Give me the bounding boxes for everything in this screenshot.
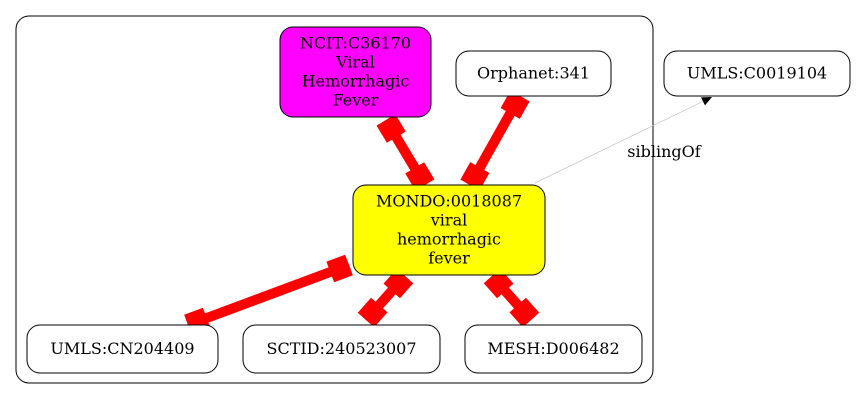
node-umls-cn204409[interactable]: UMLS:CN204409 [26, 324, 219, 374]
edge-mondo-to-umls_cn204409 [184, 254, 353, 336]
edge-label: siblingOf [627, 142, 701, 161]
node-label-line: viral [430, 211, 467, 230]
node-label-line: SCTID:240523007 [266, 339, 416, 358]
edge-cap-end [357, 297, 388, 328]
node-box [663, 50, 851, 97]
node-label-line: MONDO:0018087 [376, 192, 522, 211]
edge-cap-start [326, 254, 353, 283]
node-box [26, 324, 219, 374]
node-box [455, 50, 612, 97]
edge-mondo-to-umls_c0019104: siblingOf [534, 97, 712, 184]
edge-mondo-to-sctid [357, 268, 414, 328]
edge-cap-start [483, 268, 514, 299]
node-label-line: fever [428, 249, 470, 268]
node-box [352, 184, 546, 276]
node-label-line: MESH:D006482 [487, 339, 619, 358]
node-label-line: UMLS:C0019104 [687, 64, 827, 83]
node-label-line: hemorrhagic [397, 230, 501, 249]
node-label-line: Orphanet:341 [477, 64, 590, 83]
edge-orphanet-to-mondo [460, 90, 530, 191]
edge-ncit-to-mondo [376, 114, 435, 191]
edge-cap-start [383, 268, 414, 299]
node-label-line: UMLS:CN204409 [50, 339, 194, 358]
arrowhead-icon [701, 97, 712, 106]
edge-cap-end [405, 162, 435, 191]
node-label-line: Hemorrhagic [302, 72, 410, 91]
node-sctid[interactable]: SCTID:240523007 [242, 324, 441, 374]
node-umls-c0019104[interactable]: UMLS:C0019104 [663, 50, 851, 97]
node-mesh[interactable]: MESH:D006482 [464, 324, 643, 374]
edge-cap-end [509, 297, 540, 328]
node-box [464, 324, 643, 374]
node-box [279, 26, 432, 118]
edge-cap-start [376, 114, 406, 143]
edge-cap-start [500, 90, 530, 119]
node-orphanet[interactable]: Orphanet:341 [455, 50, 612, 97]
node-label-line: Fever [333, 91, 379, 110]
edge-mondo-to-mesh [483, 268, 540, 328]
node-label-line: Viral [335, 53, 375, 72]
node-label-line: NCIT:C36170 [300, 34, 411, 53]
edge-cap-end [460, 162, 490, 191]
node-box [242, 324, 441, 374]
cluster-box [15, 15, 654, 384]
